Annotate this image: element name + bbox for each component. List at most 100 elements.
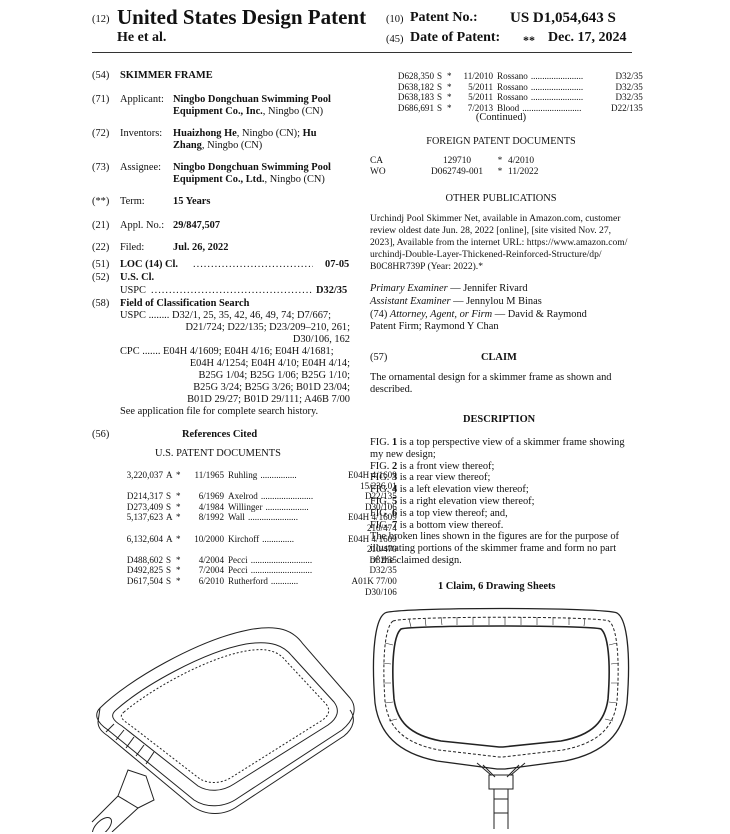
ref-leader: ................... xyxy=(265,501,309,512)
foreign-date: 11/2022 xyxy=(508,166,539,177)
attorney-line1: (74) Attorney, Agent, or Firm — David & … xyxy=(370,309,587,322)
code-58: (58) xyxy=(92,298,110,309)
description-line: FIG. 2 is a front view thereof; xyxy=(370,460,495,472)
code-22: (22) xyxy=(92,242,110,253)
ref-star: * xyxy=(176,565,181,576)
ref-leader: ........................... xyxy=(250,554,313,565)
foreign-docs-heading: FOREIGN PATENT DOCUMENTS xyxy=(426,136,576,147)
ref-date-cell: 8/1992 xyxy=(190,512,228,523)
skimmer-top-view-figure xyxy=(372,607,630,829)
uspc-leader: ........................................… xyxy=(151,285,313,296)
loc-leader: ........................................… xyxy=(193,259,313,270)
ref-class-cell: D22/135 xyxy=(348,491,397,502)
ref-class: D32/35 xyxy=(615,92,643,103)
skimmer-perspective-figure xyxy=(91,627,355,832)
ref-number: D488,602 xyxy=(126,554,163,565)
ref-date: 7/2004 xyxy=(198,565,224,576)
ref-number-cell: D617,504 xyxy=(117,576,166,587)
ref-number: D273,409 xyxy=(126,501,163,512)
reference-row-continuation: 15/236.01 xyxy=(117,481,397,492)
ref-number-cell: D488,602 xyxy=(117,555,166,566)
ref-kind-cell: S xyxy=(166,565,176,576)
foreign-date-cell: 4/2010 xyxy=(508,156,538,167)
ref-date: 10/2000 xyxy=(194,533,224,544)
ref-number-cell: D628,350 xyxy=(394,71,437,82)
figure-number: 7 xyxy=(391,519,398,531)
ref-class-cell: D32/35 xyxy=(611,82,643,93)
ref-date: 8/1992 xyxy=(198,512,224,523)
ref-date-cell: 6/1969 xyxy=(190,491,228,502)
ref-date-cell: 5/2011 xyxy=(459,92,497,103)
ref-star-cell: * xyxy=(447,92,459,103)
ref-class: E04H 4/1609 xyxy=(348,470,397,480)
ref-kind: S xyxy=(437,81,443,92)
ref-date-cell: 5/2011 xyxy=(459,82,497,93)
figure-number: 2 xyxy=(391,460,398,472)
ref-star-cell: * xyxy=(447,82,459,93)
ref-class-cell: E04H 4/1609 xyxy=(348,470,397,481)
ref-kind-cell: S xyxy=(437,71,447,82)
ref-leader: ....................... xyxy=(530,81,584,92)
ref-inventor-cell: Rossano....................... xyxy=(497,71,611,82)
applicant-location: , Ningbo (CN) xyxy=(262,106,324,117)
inventors-label: Inventors: xyxy=(120,128,163,139)
ref-kind-cell: S xyxy=(166,502,176,513)
ref-star: * xyxy=(447,71,452,81)
ref-number: D628,350 xyxy=(397,71,434,81)
ref-star-cell: * xyxy=(176,470,190,481)
ref-kind-cell: A xyxy=(166,512,176,523)
code-73: (73) xyxy=(92,162,110,173)
description-line: illustrating portions of the skimmer fra… xyxy=(370,543,617,555)
code-12: (12) xyxy=(92,14,110,25)
ref-inventor-cell: Rossano....................... xyxy=(497,92,611,103)
ref-kind: A xyxy=(166,533,173,544)
ref-class: E04H 4/1609 xyxy=(348,512,397,523)
ref-inventor-cell: Pecci........................... xyxy=(228,565,348,576)
description-line: FIG. 5 is a right elevation view thereof… xyxy=(370,495,535,507)
assignee-company: Equipment Co., Ltd. xyxy=(173,174,265,185)
foreign-star: * xyxy=(497,166,503,177)
us-patent-documents-heading: U.S. PATENT DOCUMENTS xyxy=(155,448,281,459)
ref-class-secondary-cell: D30/106 xyxy=(348,587,397,598)
code-72: (72) xyxy=(92,128,110,139)
description-line: of the claimed design. xyxy=(370,554,462,566)
figure-number: 6 xyxy=(391,507,398,519)
ref-number: D492,825 xyxy=(126,565,163,576)
ref-kind: A xyxy=(166,470,173,480)
loc-label: LOC (14) Cl. xyxy=(120,259,179,270)
ref-date: 4/2004 xyxy=(198,554,224,565)
assignee-label: Assignee: xyxy=(120,162,161,173)
assignee-line1: Ningbo Dongchuan Swimming Pool xyxy=(173,162,331,173)
ref-date-cell: 11/2010 xyxy=(459,71,497,82)
code-10: (10) xyxy=(386,14,404,25)
inventor-2-location: , Ningbo (CN) xyxy=(201,140,263,151)
ref-class-cell: E04H 4/1609 xyxy=(348,534,397,545)
ref-class: D32/35 xyxy=(369,565,397,576)
patent-no-label: Patent No.: xyxy=(410,10,478,25)
date-label: Date of Patent: xyxy=(410,30,501,45)
inventor-2-name-last: Zhang xyxy=(173,140,202,151)
ref-number: 3,220,037 xyxy=(126,470,163,480)
description-line: FIG. 4 is a left elevation view thereof; xyxy=(370,484,529,496)
ref-class: E04H 4/1609 xyxy=(348,533,397,544)
ref-star: * xyxy=(176,554,181,565)
code-71: (71) xyxy=(92,94,110,105)
inventor-1-name: Huaizhong He xyxy=(173,128,237,139)
ref-leader: .............. xyxy=(262,533,294,544)
ref-class-secondary: 15/236.01 xyxy=(360,480,397,491)
ref-class: D30/106 xyxy=(364,501,397,512)
primary-examiner-name: — Jennifer Rivard xyxy=(447,283,528,294)
code-52: (52) xyxy=(92,272,110,283)
description-line: The broken lines shown in the figures ar… xyxy=(370,531,620,543)
patent-number: US D1,054,643 S xyxy=(510,10,616,26)
field-uspc-line1: USPC ........ D32/1, 25, 35, 42, 46, 49,… xyxy=(120,310,332,321)
ref-number-cell: D492,825 xyxy=(117,565,166,576)
